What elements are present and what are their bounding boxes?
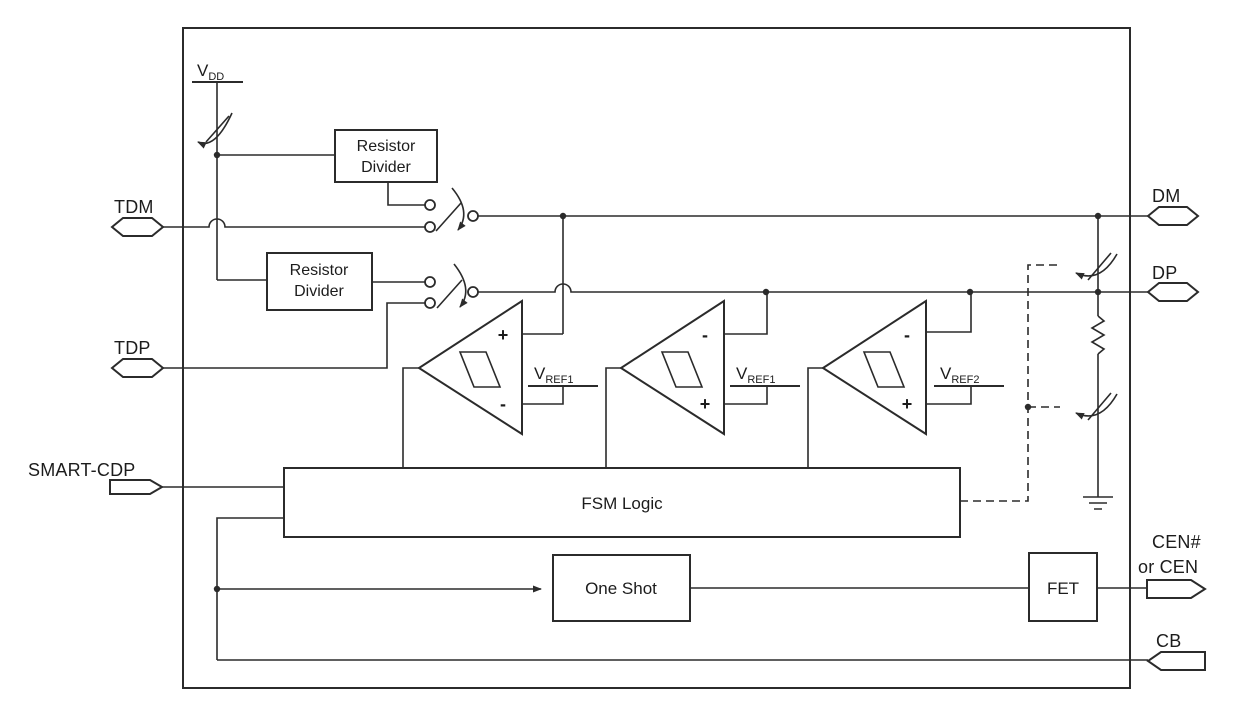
fsm-logic-label: FSM Logic — [581, 494, 663, 513]
comparator-3-triangle — [821, 299, 927, 436]
dp-selector-switch — [424, 263, 479, 309]
tdp-wire — [163, 302, 425, 369]
resistor-divider-2-box — [266, 252, 373, 311]
comparator-2-bottom-input-wire — [724, 386, 768, 405]
fsm-logic-box — [283, 467, 961, 538]
switch-contact — [467, 210, 479, 222]
switch-arrow-icon — [451, 187, 466, 231]
switch-contact — [424, 221, 436, 233]
comparator-2-triangle — [619, 299, 725, 436]
comparator-2-top-input-wire — [724, 292, 768, 335]
comparator-3-output-wire — [807, 367, 823, 468]
vdd-label: VDD — [197, 61, 224, 83]
smart-cdp-pin — [109, 479, 164, 495]
resistor-divider-2-line1: Resistor — [290, 262, 349, 279]
tdp-pin — [110, 358, 165, 378]
smart-cdp-pin-group: SMART-CDP — [28, 460, 284, 495]
switch-contact — [424, 276, 436, 288]
vdd-switch-icon — [197, 112, 233, 149]
junction-dot — [762, 288, 770, 296]
dm-pin — [1146, 206, 1200, 226]
resistor-divider-2-line2: Divider — [294, 283, 344, 300]
resistor-divider-2: Resistor Divider — [266, 252, 425, 311]
fet-label: FET — [1047, 579, 1079, 598]
cb-pin-label: CB — [1156, 631, 1181, 651]
tdm-wire — [163, 218, 425, 228]
tdm-pin — [110, 217, 165, 237]
dm-selector-switch — [424, 187, 479, 233]
comparator-1-bottom-input-wire — [522, 386, 564, 405]
comparator-3-top-input-wire — [926, 292, 972, 333]
vdd-switch-slash — [205, 115, 230, 143]
switch-contact — [424, 199, 436, 211]
dm-dp-short-branch — [1075, 216, 1118, 510]
dp-pin — [1146, 282, 1200, 302]
cb-pin — [1146, 651, 1206, 671]
junction-dot — [1024, 403, 1032, 411]
comparator-3-plus-sign: + — [902, 394, 913, 414]
vdd-rail: VDD — [192, 61, 335, 281]
comparator-2-plus-sign: + — [700, 394, 711, 414]
resistor-divider-1-line2: Divider — [361, 159, 411, 176]
comparator-3-bottom-input-wire — [926, 386, 972, 405]
dp-wire — [478, 283, 1148, 293]
comparator-1-minus-sign: - — [500, 394, 506, 414]
switch-contact — [424, 297, 436, 309]
tdm-pin-label: TDM — [114, 197, 154, 217]
fsm-logic: FSM Logic — [283, 467, 961, 538]
fsm-switch-control — [960, 264, 1060, 502]
tdm-pin-group: TDM — [110, 197, 425, 237]
dp-pin-label: DP — [1152, 263, 1177, 283]
cen-pin-label-line2: or CEN — [1138, 557, 1198, 577]
smart-cdp-pin-label: SMART-CDP — [28, 460, 135, 480]
cb-net: CB — [217, 631, 1206, 671]
fet-box — [1028, 552, 1098, 622]
switch-arrow-icon — [453, 263, 468, 308]
fsm-control-dashed-wire — [960, 264, 1060, 502]
switch-pole — [435, 202, 462, 232]
resistor-divider-1-line1: Resistor — [357, 138, 416, 155]
comparator-1-plus-sign: + — [498, 325, 509, 345]
comparator-2: - + VREF1 — [605, 292, 800, 468]
hysteresis-icon — [660, 351, 704, 388]
tdp-pin-group: TDP — [110, 302, 425, 378]
comparator-2-minus-sign: - — [702, 325, 708, 345]
ground-icon — [1083, 496, 1113, 510]
vref1-label: VREF1 — [736, 364, 775, 386]
fet-output: FET CEN# or CEN — [1028, 532, 1207, 622]
resistor-icon — [1090, 315, 1106, 355]
vref1-label: VREF1 — [534, 364, 573, 386]
comparator-1-triangle — [417, 299, 523, 436]
comparator-2-output-wire — [605, 367, 621, 468]
dp-net: DP — [478, 263, 1200, 302]
junction-dot — [213, 151, 221, 159]
switch-arrow-icon — [1075, 253, 1118, 280]
cen-pin-label-line1: CEN# — [1152, 532, 1201, 552]
cen-pin — [1146, 579, 1207, 599]
hysteresis-icon — [862, 351, 906, 388]
comparator-1-output-wire — [402, 367, 419, 468]
comparator-3-minus-sign: - — [904, 325, 910, 345]
vref2-label: VREF2 — [940, 364, 979, 386]
fsm-branch-wire — [216, 517, 284, 660]
hysteresis-icon — [458, 351, 502, 388]
resistor-divider-1-box — [334, 129, 438, 183]
fsm-output-branch — [213, 517, 542, 660]
resistor-divider-1: Resistor Divider — [334, 129, 438, 206]
one-shot-box — [552, 554, 691, 622]
switch-arrow-icon — [1075, 393, 1118, 420]
dm-pin-label: DM — [1152, 186, 1180, 206]
one-shot-label: One Shot — [585, 579, 657, 598]
rd1-output-wire — [387, 182, 425, 206]
switch-contact — [467, 286, 479, 298]
comparator-1: + - VREF1 — [402, 299, 598, 468]
switch-pole — [436, 279, 463, 309]
one-shot: One Shot — [552, 554, 1029, 622]
dm-net: DM — [478, 186, 1200, 334]
comparator-3: - + VREF2 — [807, 292, 1004, 468]
tdp-pin-label: TDP — [114, 338, 151, 358]
junction-dot — [966, 288, 974, 296]
